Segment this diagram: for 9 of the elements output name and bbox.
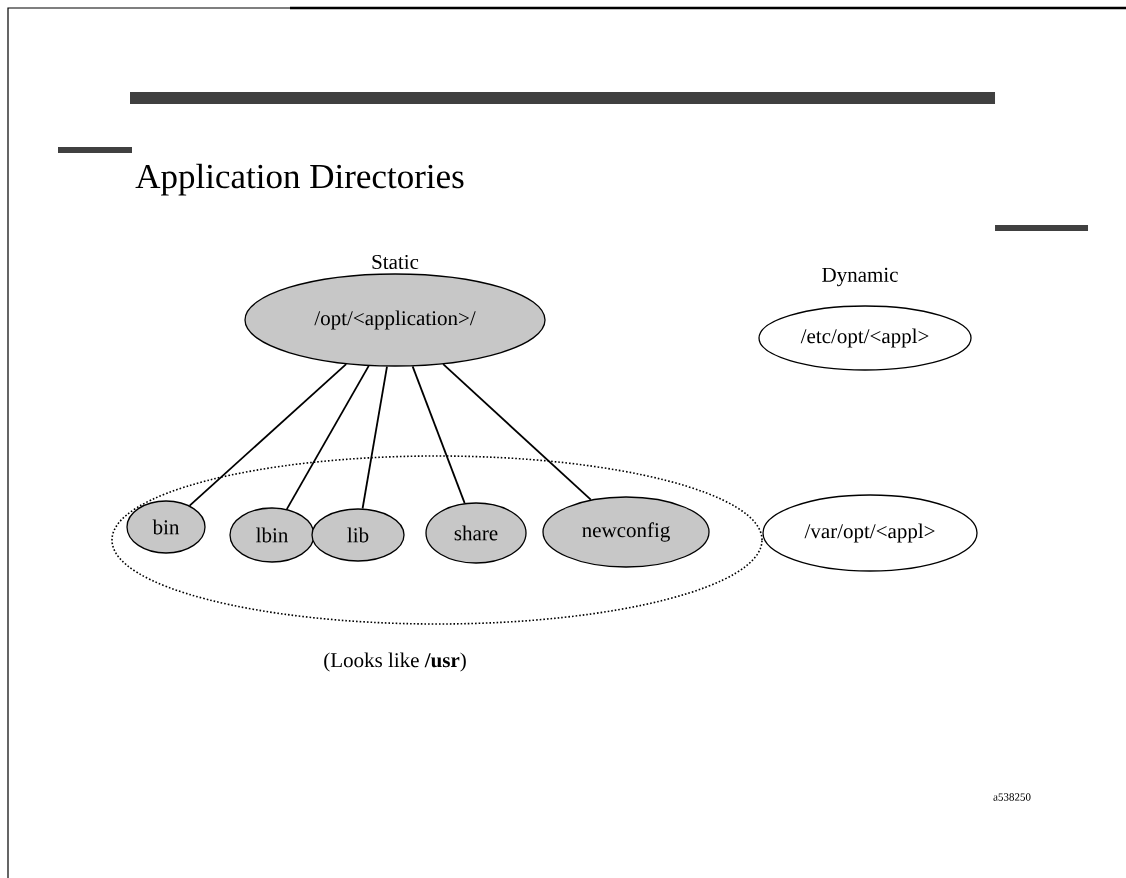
- figure-id: a538250: [993, 793, 1031, 801]
- node-label: (Looks like /usr): [324, 652, 466, 672]
- title: Application Directories: [135, 163, 464, 196]
- connector-line: [188, 363, 348, 507]
- column-heading: Dynamic: [822, 267, 898, 287]
- connector-line: [411, 365, 466, 505]
- connector-line: [442, 363, 592, 501]
- connector-line: [285, 365, 370, 510]
- connector-line: [361, 365, 388, 510]
